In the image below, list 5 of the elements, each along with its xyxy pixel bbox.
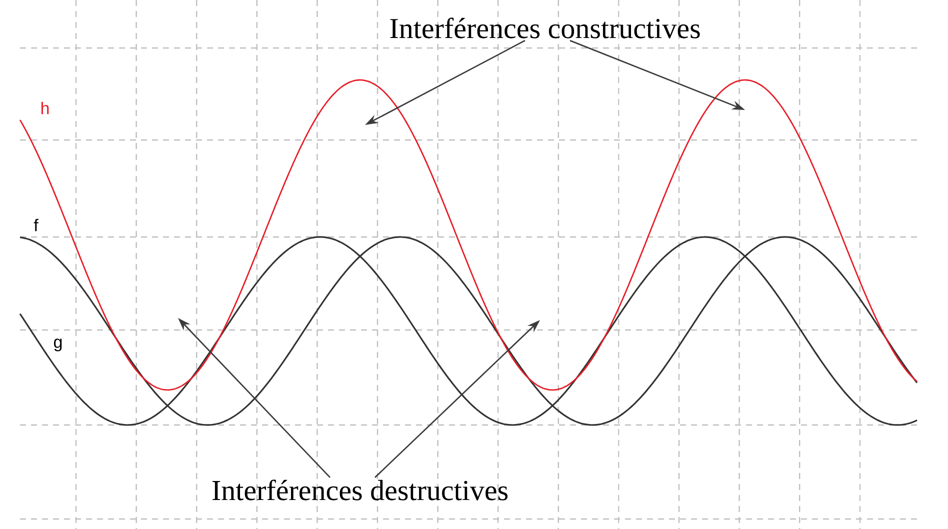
curve-label: g <box>54 338 62 352</box>
caption-text: Interférences destructives <box>212 480 508 500</box>
curve-label: h <box>41 102 49 114</box>
curve-label: f <box>34 218 38 232</box>
caption-text: Interférences constructives <box>390 18 700 38</box>
